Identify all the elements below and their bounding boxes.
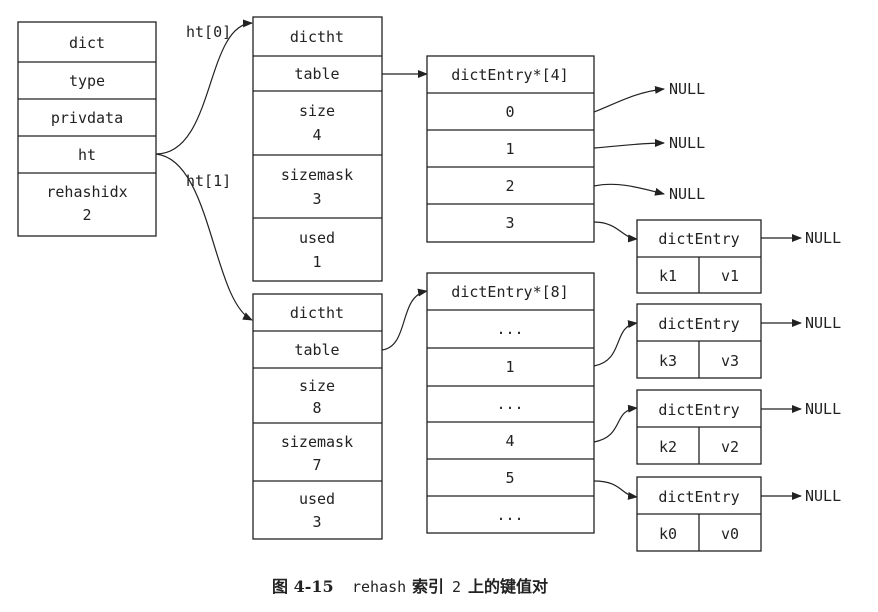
ht1-table-field: table bbox=[294, 341, 339, 359]
caption-text-before: 索引 bbox=[412, 577, 444, 596]
ht0-sizemask-label: sizemask bbox=[281, 166, 353, 184]
ht0-used-value: 1 bbox=[312, 253, 321, 271]
ht0-slot1-null-arrow bbox=[593, 139, 665, 149]
figure-caption: 图 4-15 rehash 索引 2 上的键值对 bbox=[272, 577, 548, 596]
entry-key: k1 bbox=[659, 267, 677, 285]
dict-privdata-field: privdata bbox=[51, 109, 123, 127]
dict-title: dict bbox=[69, 34, 105, 52]
ht0-array-title: dictEntry*[4] bbox=[451, 66, 568, 84]
entry-title: dictEntry bbox=[658, 488, 739, 506]
ht0-label: ht[0] bbox=[186, 23, 231, 41]
ht1-dictht: dictht table size 8 sizemask 7 used 3 bbox=[252, 293, 383, 540]
ht0-slot: 3 bbox=[505, 214, 514, 232]
ht1-array-title: dictEntry*[8] bbox=[451, 283, 568, 301]
entry-key: k2 bbox=[659, 438, 677, 456]
dict-entry-k2: dictEntry k2 v2 bbox=[636, 389, 762, 465]
dict-entry-k0: dictEntry k0 v0 bbox=[636, 476, 762, 552]
null-label: NULL bbox=[669, 134, 705, 152]
ht1-slot: ... bbox=[496, 320, 523, 338]
dict-rehashidx-value: 2 bbox=[82, 206, 91, 224]
ht0-slot: 0 bbox=[505, 103, 514, 121]
ht1-pointer-arrow bbox=[155, 153, 253, 321]
caption-text-after: 上的键值对 bbox=[468, 577, 548, 596]
ht1-size-value: 8 bbox=[312, 399, 321, 417]
null-label: NULL bbox=[805, 400, 841, 418]
ht1-used-label: used bbox=[299, 490, 335, 508]
ht1-slot4-entry-arrow bbox=[593, 404, 638, 443]
null-label: NULL bbox=[669, 80, 705, 98]
null-label: NULL bbox=[805, 314, 841, 332]
entry-title: dictEntry bbox=[658, 315, 739, 333]
entry-value: v3 bbox=[721, 352, 739, 370]
null-label: NULL bbox=[805, 487, 841, 505]
null-label: NULL bbox=[805, 229, 841, 247]
ht1-slot: 4 bbox=[505, 432, 514, 450]
caption-index: 2 bbox=[452, 578, 461, 596]
ht0-slot0-null-arrow bbox=[593, 85, 665, 113]
dict-rehashidx-label: rehashidx bbox=[46, 183, 127, 201]
ht0-bucket-array: dictEntry*[4] 0 1 2 3 bbox=[426, 55, 595, 243]
entry-value: v1 bbox=[721, 267, 739, 285]
ht1-title: dictht bbox=[290, 304, 344, 322]
ht1-table-arrow bbox=[381, 288, 428, 351]
entry-title: dictEntry bbox=[658, 230, 739, 248]
caption-figure-number: 图 4-15 bbox=[272, 577, 334, 596]
ht1-size-label: size bbox=[299, 377, 335, 395]
entry-key: k3 bbox=[659, 352, 677, 370]
ht1-used-value: 3 bbox=[312, 513, 321, 531]
ht0-size-label: size bbox=[299, 102, 335, 120]
ht0-pointer-arrow bbox=[155, 19, 253, 155]
entry-value: v2 bbox=[721, 438, 739, 456]
ht0-slot3-entry-arrow bbox=[593, 221, 638, 243]
dict-struct: dict type privdata ht rehashidx 2 bbox=[17, 21, 157, 237]
ht0-sizemask-value: 3 bbox=[312, 190, 321, 208]
ht1-bucket-array: dictEntry*[8] ... 1 ... 4 5 ... bbox=[426, 272, 595, 534]
ht1-slot5-entry-arrow bbox=[593, 480, 638, 500]
dict-entry-k3: dictEntry k3 v3 bbox=[636, 303, 762, 379]
ht1-slot1-entry-arrow bbox=[593, 320, 638, 367]
dict-ht-field: ht bbox=[78, 146, 96, 164]
ht0-size-value: 4 bbox=[312, 126, 321, 144]
ht0-title: dictht bbox=[290, 28, 344, 46]
dict-type-field: type bbox=[69, 72, 105, 90]
ht1-slot: ... bbox=[496, 395, 523, 413]
entry-title: dictEntry bbox=[658, 401, 739, 419]
ht0-used-label: used bbox=[299, 229, 335, 247]
ht0-slot2-null-arrow bbox=[593, 183, 665, 196]
ht1-sizemask-label: sizemask bbox=[281, 433, 353, 451]
ht0-slot: 2 bbox=[505, 177, 514, 195]
ht1-label: ht[1] bbox=[186, 172, 231, 190]
dict-entry-k1: dictEntry k1 v1 bbox=[636, 219, 762, 294]
ht1-sizemask-value: 7 bbox=[312, 456, 321, 474]
ht1-slot: 1 bbox=[505, 358, 514, 376]
ht0-slot: 1 bbox=[505, 140, 514, 158]
entry-value: v0 bbox=[721, 525, 739, 543]
null-label: NULL bbox=[669, 185, 705, 203]
entry-key: k0 bbox=[659, 525, 677, 543]
caption-code: rehash bbox=[352, 578, 406, 596]
ht1-slot: 5 bbox=[505, 469, 514, 487]
ht0-dictht: dictht table size 4 sizemask 3 used 1 bbox=[252, 16, 383, 282]
ht1-slot: ... bbox=[496, 506, 523, 524]
ht0-table-field: table bbox=[294, 65, 339, 83]
